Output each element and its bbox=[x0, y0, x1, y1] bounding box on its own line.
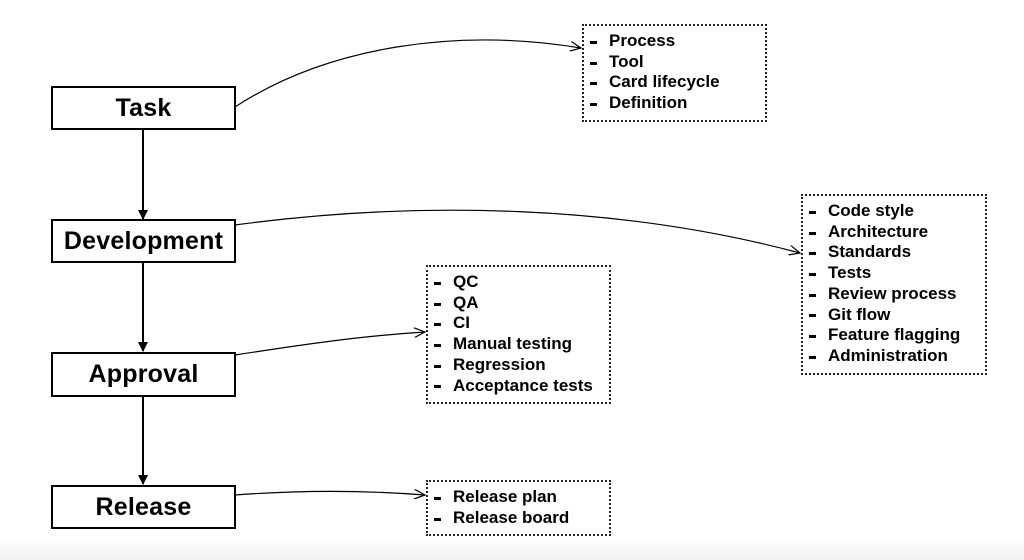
bullet-dash bbox=[809, 252, 816, 256]
bullet-dash bbox=[434, 364, 441, 368]
bullet-dash bbox=[434, 343, 441, 347]
list-item: Git flow bbox=[809, 305, 975, 326]
connector-development-notes bbox=[234, 209, 800, 253]
list-item: CI bbox=[434, 313, 599, 334]
bullet-dash bbox=[809, 231, 816, 235]
list-item: Acceptance tests bbox=[434, 376, 599, 397]
list-item: Process bbox=[590, 31, 755, 52]
connector-task-notes bbox=[234, 39, 581, 108]
list-item: Feature flagging bbox=[809, 325, 975, 346]
stage-task: Task bbox=[51, 86, 236, 130]
stage-development-label: Development bbox=[63, 226, 224, 255]
development-notes-box: Code style Architecture Standards Tests … bbox=[801, 194, 987, 375]
release-notes-box: Release plan Release board bbox=[426, 480, 611, 537]
bullet-dash bbox=[809, 272, 816, 276]
stage-release: Release bbox=[51, 485, 236, 529]
bullet-dash bbox=[809, 335, 816, 339]
stage-release-label: Release bbox=[95, 492, 192, 521]
list-item: Card lifecycle bbox=[590, 72, 755, 93]
list-item: QC bbox=[434, 272, 599, 293]
bullet-dash bbox=[809, 314, 816, 318]
list-item: Tool bbox=[590, 52, 755, 73]
stage-development: Development bbox=[51, 219, 236, 263]
bullet-dash bbox=[809, 293, 816, 297]
task-notes-box: Process Tool Card lifecycle Definition bbox=[582, 24, 767, 122]
bullet-dash bbox=[809, 355, 816, 359]
list-item: Definition bbox=[590, 93, 755, 114]
list-item: Tests bbox=[809, 263, 975, 284]
bullet-dash bbox=[590, 82, 597, 86]
bullet-dash bbox=[590, 40, 597, 44]
bullet-dash bbox=[590, 61, 597, 65]
approval-notes-box: QC QA CI Manual testing Regression Accep… bbox=[426, 265, 611, 405]
bullet-dash bbox=[434, 496, 441, 500]
list-item: Standards bbox=[809, 242, 975, 263]
bullet-dash bbox=[590, 102, 597, 106]
list-item: Administration bbox=[809, 346, 975, 367]
bullet-dash bbox=[434, 385, 441, 389]
stage-approval-label: Approval bbox=[88, 360, 199, 388]
connector-release-notes bbox=[234, 491, 425, 495]
connector-approval-notes bbox=[234, 332, 425, 356]
list-item: Release plan bbox=[434, 487, 599, 508]
bullet-dash bbox=[809, 210, 816, 214]
list-item: Manual testing bbox=[434, 334, 599, 355]
list-item: Release board bbox=[434, 508, 599, 529]
bottom-shade bbox=[0, 538, 1024, 560]
bullet-dash bbox=[434, 302, 441, 306]
list-item: Code style bbox=[809, 201, 975, 222]
bullet-dash bbox=[434, 323, 441, 327]
list-item: Architecture bbox=[809, 222, 975, 243]
list-item: QA bbox=[434, 293, 599, 314]
bullet-dash bbox=[434, 281, 441, 285]
list-item: Regression bbox=[434, 355, 599, 376]
stage-approval: Approval bbox=[51, 352, 236, 397]
list-item: Review process bbox=[809, 284, 975, 305]
bullet-dash bbox=[434, 517, 441, 521]
stage-task-label: Task bbox=[115, 93, 172, 122]
